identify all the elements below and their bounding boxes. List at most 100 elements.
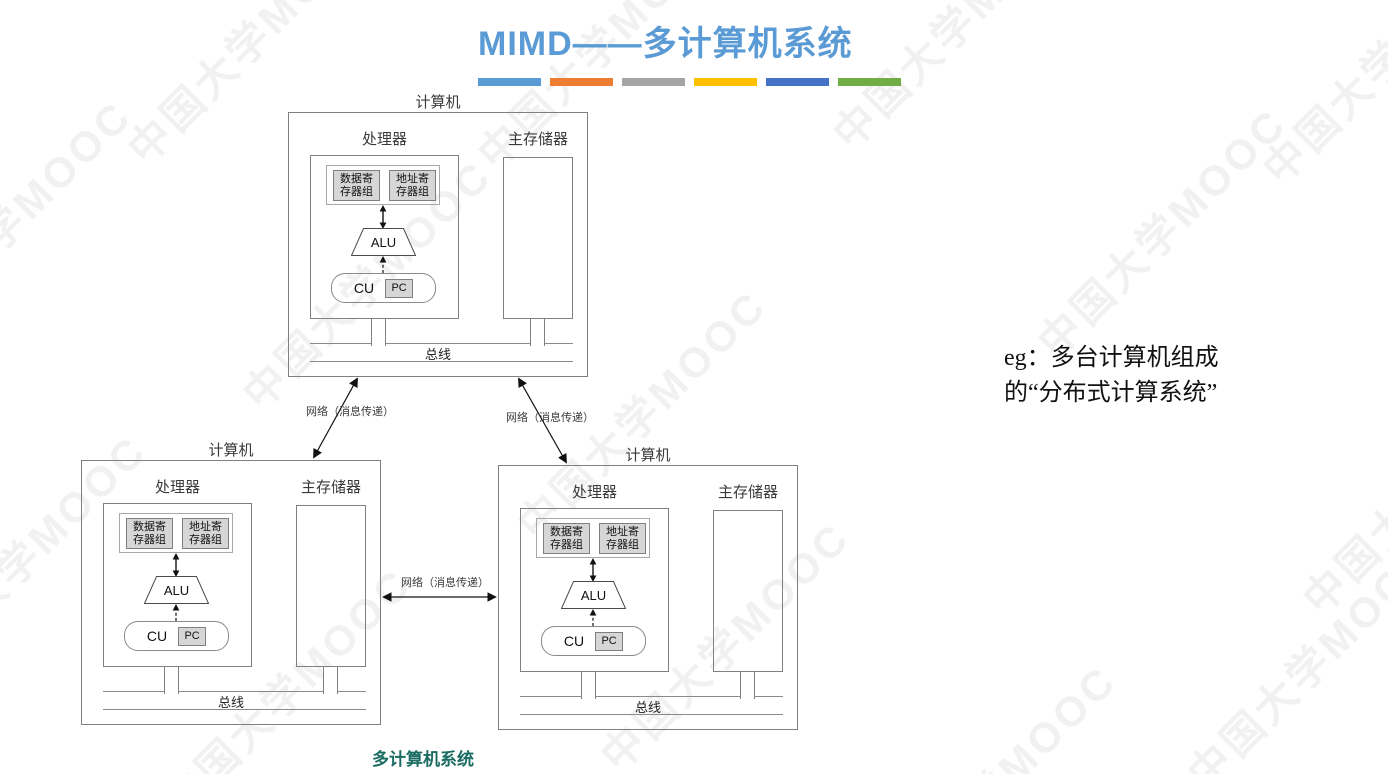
address-register-line2: 存器组 (396, 185, 429, 198)
memory-label: 主存储器 (507, 131, 568, 148)
bus-label: 总线 (424, 347, 451, 362)
accent-bars (478, 78, 901, 86)
computer-box: 处理器 主存储器 数据寄 存器组 地址寄 存器组 (81, 460, 381, 725)
watermark-text: 中国大学MOOC (852, 649, 1129, 774)
processor-label: 处理器 (154, 479, 200, 496)
memory-box (503, 157, 573, 319)
bus-line-bottom (103, 709, 366, 710)
bus-label: 总线 (634, 700, 661, 715)
watermark-text: 中国大学MOOC (1253, 0, 1388, 194)
address-register-line2: 存器组 (606, 538, 639, 551)
bus-label: 总线 (217, 695, 244, 710)
computer-box: 处理器 主存储器 数据寄 存器组 地址寄 存器组 (498, 465, 798, 730)
data-register-box: 数据寄 存器组 (543, 523, 590, 554)
alu-trapezoid (351, 228, 416, 256)
memory-label: 主存储器 (300, 479, 361, 496)
processor-box: 数据寄 存器组 地址寄 存器组 ALU (520, 508, 669, 672)
cu-label: CU (353, 280, 375, 296)
alu-unit: ALU (351, 228, 416, 256)
memory-box (296, 505, 366, 667)
control-unit: CU PC (124, 621, 229, 651)
network-label-top-right: 网络（消息传递） (506, 412, 594, 424)
data-register-line1: 数据寄 (340, 172, 373, 185)
address-register-line2: 存器组 (189, 533, 222, 546)
alu-unit: ALU (561, 581, 626, 609)
processor-box: 数据寄 存器组 地址寄 存器组 ALU (103, 503, 252, 667)
accent-bar (694, 78, 757, 86)
registers-alu-double-arrow-icon (172, 553, 180, 577)
data-register-box: 数据寄 存器组 (126, 518, 173, 549)
data-register-line1: 数据寄 (133, 520, 166, 533)
memory-bus-leg (530, 319, 545, 346)
pc-register: PC (385, 278, 414, 298)
register-group-container: 数据寄 存器组 地址寄 存器组 (119, 513, 233, 553)
memory-label: 主存储器 (717, 484, 778, 501)
diagram-caption: 多计算机系统 (372, 750, 474, 769)
memory-box (713, 510, 783, 672)
alu-trapezoid (561, 581, 626, 609)
example-note: eg：多台计算机组成 的“分布式计算系统” (1004, 341, 1219, 411)
processor-bus-leg (581, 672, 596, 699)
network-label-bottom: 网络（消息传递） (401, 577, 489, 589)
computer-bottom-right: 计算机 处理器 主存储器 数据寄 存器组 地址寄 存器组 (498, 447, 798, 730)
address-register-line1: 地址寄 (396, 172, 429, 185)
data-register-line2: 存器组 (550, 538, 583, 551)
computer-top: 计算机 处理器 主存储器 数据寄 存器组 地址寄 存器组 (288, 94, 588, 377)
slide-title: MIMD——多计算机系统 (478, 25, 853, 63)
processor-bus-leg (371, 319, 386, 346)
computer-label: 计算机 (208, 442, 254, 459)
registers-alu-double-arrow-icon (589, 558, 597, 582)
cu-alu-arrow-icon (589, 609, 597, 626)
memory-bus-leg (323, 667, 338, 694)
register-group-container: 数据寄 存器组 地址寄 存器组 (536, 518, 650, 558)
bus-line-top (310, 343, 573, 344)
processor-label: 处理器 (361, 131, 407, 148)
control-unit: CU PC (331, 273, 436, 303)
accent-bar (622, 78, 685, 86)
processor-box: 数据寄 存器组 地址寄 存器组 ALU (310, 155, 459, 319)
computer-label: 计算机 (415, 94, 461, 111)
watermark-text: 中国大学MOOC (1293, 356, 1388, 624)
alu-trapezoid (144, 576, 209, 604)
address-register-line1: 地址寄 (606, 525, 639, 538)
computer-bottom-left: 计算机 处理器 主存储器 数据寄 存器组 地址寄 存器组 (81, 442, 381, 725)
alu-label: ALU (163, 583, 190, 598)
data-register-line2: 存器组 (133, 533, 166, 546)
control-unit: CU PC (541, 626, 646, 656)
alu-unit: ALU (144, 576, 209, 604)
data-register-box: 数据寄 存器组 (333, 170, 380, 201)
bus-line-bottom (520, 714, 783, 715)
address-register-line1: 地址寄 (189, 520, 222, 533)
bus-line-bottom (310, 361, 573, 362)
cu-label: CU (563, 633, 585, 649)
processor-bus-leg (164, 667, 179, 694)
data-register-line2: 存器组 (340, 185, 373, 198)
bus-line-top (103, 691, 366, 692)
register-group-container: 数据寄 存器组 地址寄 存器组 (326, 165, 440, 205)
pc-register: PC (178, 626, 207, 646)
address-register-box: 地址寄 存器组 (389, 170, 436, 201)
bus-line-top (520, 696, 783, 697)
example-note-line2: 的“分布式计算系统” (1004, 380, 1218, 406)
pc-register: PC (595, 631, 624, 651)
cu-label: CU (146, 628, 168, 644)
memory-bus-leg (740, 672, 755, 699)
address-register-box: 地址寄 存器组 (599, 523, 646, 554)
watermark-text: 中国大学MOOC (1028, 99, 1296, 367)
data-register-line1: 数据寄 (550, 525, 583, 538)
network-label-top-left: 网络（消息传递） (306, 406, 394, 418)
watermark-text: 中国大学MOOC (1178, 531, 1388, 774)
accent-bar (478, 78, 541, 86)
example-note-line1: eg：多台计算机组成 (1004, 345, 1219, 371)
computer-box: 处理器 主存储器 数据寄 存器组 地址寄 存器组 (288, 112, 588, 377)
computer-label: 计算机 (625, 447, 671, 464)
cu-alu-arrow-icon (172, 604, 180, 621)
accent-bar (838, 78, 901, 86)
alu-label: ALU (580, 588, 607, 603)
accent-bar (766, 78, 829, 86)
alu-label: ALU (370, 235, 397, 250)
accent-bar (550, 78, 613, 86)
registers-alu-double-arrow-icon (379, 205, 387, 229)
watermark-text: 中国大学MOOC (0, 91, 141, 359)
